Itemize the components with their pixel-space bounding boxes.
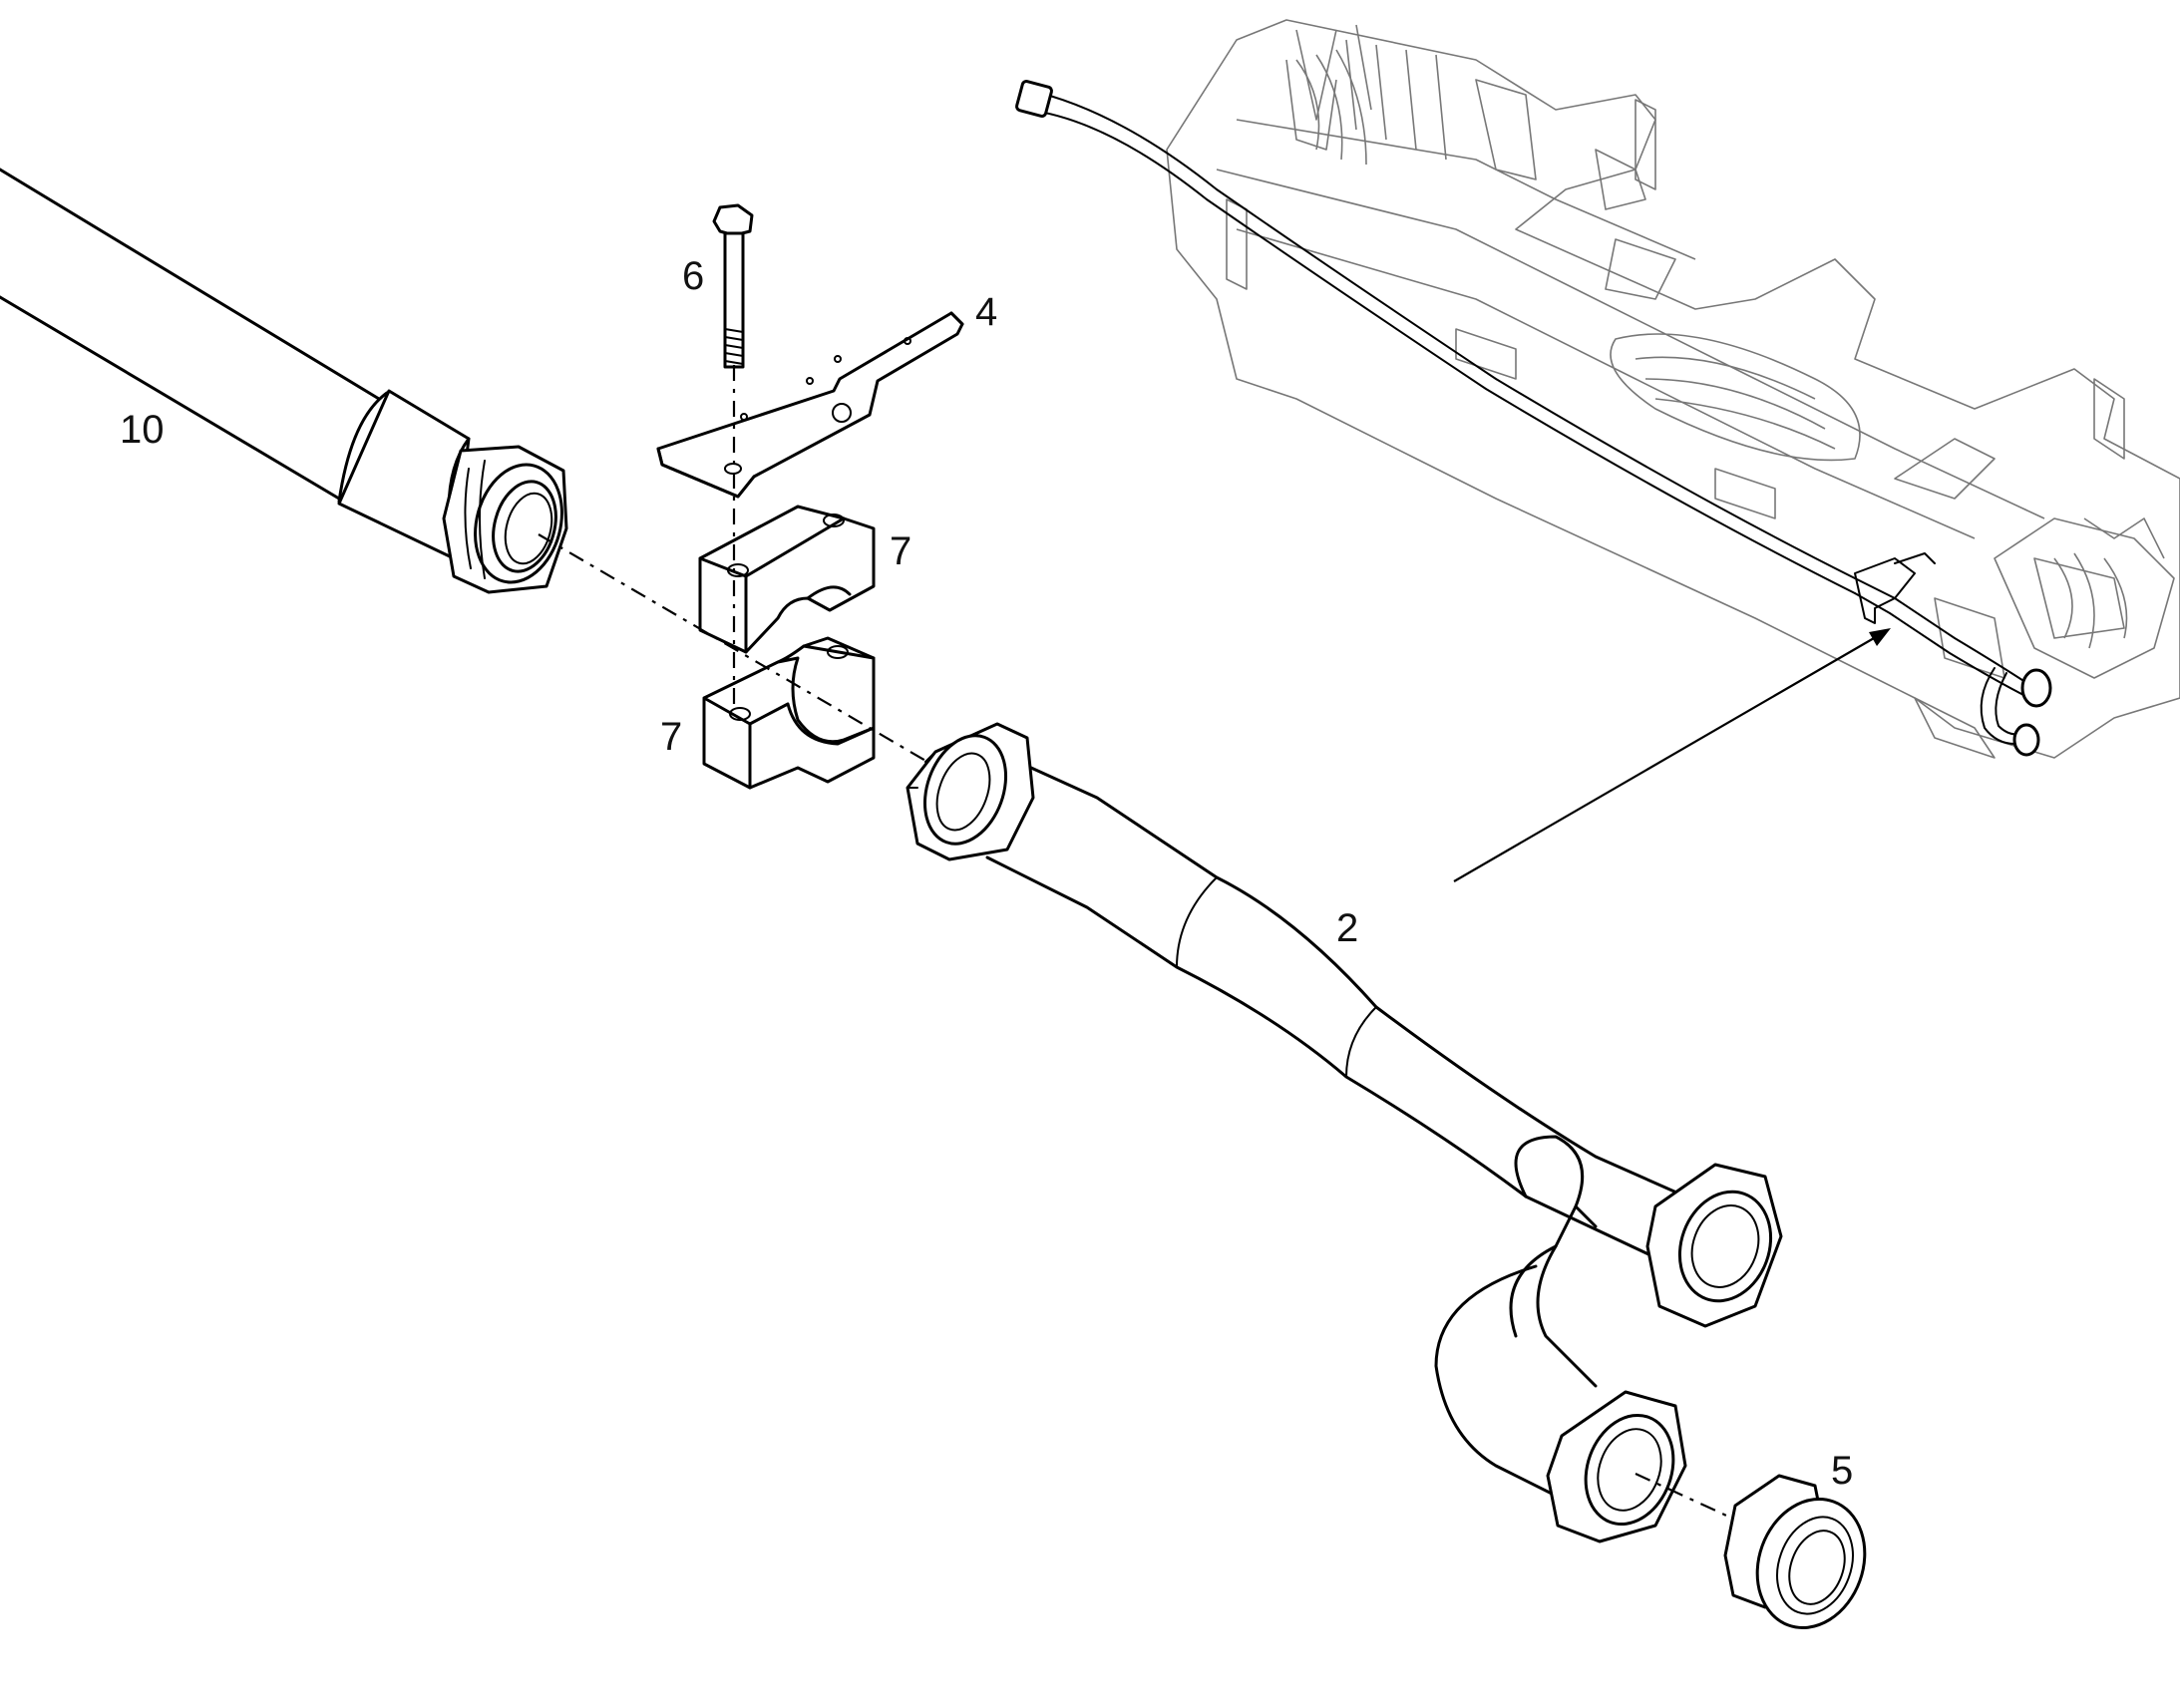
part-4-plate — [656, 311, 964, 499]
part-6-bolt — [712, 203, 754, 369]
callout-part-5: 5 — [1831, 1449, 1853, 1493]
part-10-hose — [0, 168, 568, 594]
hose-axis-line — [538, 533, 928, 763]
context-pipe — [1015, 80, 2052, 757]
callout-part-7-lower: 7 — [660, 715, 682, 759]
callout-part-10: 10 — [120, 408, 165, 452]
callout-part-2: 2 — [1336, 906, 1358, 950]
machine-frame-context — [1166, 19, 2180, 759]
part-7-upper-clamp — [698, 505, 876, 654]
part-7-lower-clamp — [702, 636, 876, 790]
callout-part-6: 6 — [682, 254, 704, 298]
part-5-fitting — [1723, 1474, 1867, 1630]
callout-part-7-upper: 7 — [890, 529, 911, 573]
fitting-axis-line — [1635, 1473, 1788, 1544]
callout-part-4: 4 — [975, 290, 997, 334]
part-2-pipe — [906, 722, 1783, 1543]
pointer-arrow — [1453, 628, 1891, 882]
